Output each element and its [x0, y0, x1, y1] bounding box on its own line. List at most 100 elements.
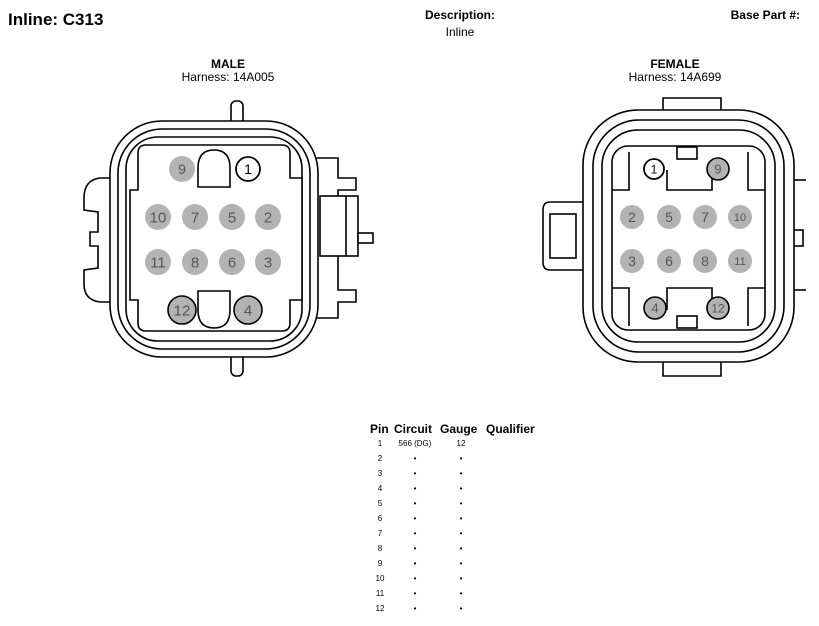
- circuit-cell: •: [413, 514, 417, 523]
- male-pin-label: 12: [174, 302, 191, 319]
- male-pin: 7: [182, 204, 208, 230]
- female-pin-group: 1 9 2 5 7 10 3 6 8 11 4 12: [620, 157, 752, 320]
- male-pin: 11: [145, 249, 171, 275]
- male-right-block: [319, 195, 359, 257]
- female-pin-label: 2: [628, 209, 636, 225]
- male-connector: [83, 100, 374, 377]
- table-row: 3••: [368, 466, 544, 481]
- male-pin-label: 6: [228, 254, 236, 271]
- pin-cell: 6: [377, 514, 383, 523]
- circuit-cell: •: [413, 454, 417, 463]
- pin-ring: [706, 157, 730, 181]
- circuit-cell: •: [413, 604, 417, 613]
- table-row: 7 • •: [368, 526, 544, 541]
- gauge-cell: •: [459, 544, 463, 553]
- female-pin: 7: [693, 205, 717, 229]
- male-pin: 2: [255, 204, 281, 230]
- table-row: 1 566 (DG) 12: [368, 436, 544, 451]
- qualifier-cell: [484, 541, 544, 556]
- female-pin: 3: [620, 249, 644, 273]
- female-pin-label: 6: [665, 253, 673, 269]
- male-harness: Harness: 14A005: [181, 70, 275, 84]
- circuit-cell: 566 (DG): [398, 439, 432, 448]
- circuit-cell: •: [413, 544, 417, 553]
- male-pin: 8: [182, 249, 208, 275]
- qualifier-cell: [484, 466, 544, 481]
- table-row: 8 • •: [368, 541, 544, 556]
- pin-cell: 7: [377, 529, 383, 538]
- pin-ring: [235, 156, 261, 182]
- female-inner-cavity: [611, 145, 766, 331]
- female-pin: 9: [707, 158, 729, 180]
- male-pin-label: 8: [191, 254, 199, 271]
- table-row: 6 • •: [368, 511, 544, 526]
- circuit-cell: •: [413, 589, 417, 598]
- male-right-key: [357, 232, 374, 244]
- pin-cell: 1: [377, 439, 383, 448]
- female-pin-label: 8: [701, 253, 709, 269]
- circuit-cell: •: [413, 529, 417, 538]
- pin-cell: 11: [375, 589, 385, 598]
- pin-ring: [167, 295, 197, 325]
- qualifier-cell: [484, 526, 544, 541]
- qualifier-cell: [484, 601, 544, 616]
- gauge-cell: •: [459, 484, 463, 493]
- qualifier-cell: [484, 511, 544, 526]
- male-left-latch: [83, 177, 113, 303]
- female-pin: 5: [657, 205, 681, 229]
- gauge-cell: •: [459, 529, 463, 538]
- gauge-cell: •: [459, 514, 463, 523]
- pin-table-header: Pin Circuit Gauge Qualifier: [368, 422, 544, 436]
- pin-cell: 12: [375, 604, 385, 613]
- qualifier-cell: [484, 451, 544, 466]
- gauge-cell: 12: [456, 439, 466, 448]
- gauge-cell: •: [459, 589, 463, 598]
- header-pin: Pin: [370, 422, 389, 436]
- circuit-cell: •: [413, 469, 417, 478]
- table-row: 10••: [368, 571, 544, 586]
- table-row: 12••: [368, 601, 544, 616]
- gauge-cell: •: [459, 574, 463, 583]
- female-pin-label: 12: [711, 301, 725, 315]
- pin-cell: 8: [377, 544, 383, 553]
- pin-ring: [643, 296, 667, 320]
- qualifier-cell: [484, 571, 544, 586]
- base-part-label: Base Part #:: [730, 8, 800, 22]
- pin-cell: 4: [377, 484, 383, 493]
- male-pin: 10: [145, 204, 171, 230]
- male-pin: 9: [169, 156, 195, 182]
- gauge-cell: •: [459, 469, 463, 478]
- connector-title: Inline: C313: [8, 10, 104, 29]
- qualifier-cell: [484, 481, 544, 496]
- qualifier-cell: [484, 556, 544, 571]
- male-pin-label: 5: [228, 209, 236, 226]
- male-inner-cavity: [129, 144, 303, 332]
- circuit-cell: •: [413, 499, 417, 508]
- male-pin-label: 11: [150, 254, 166, 271]
- female-pin: 10: [728, 205, 752, 229]
- description-label: Description:: [424, 8, 495, 22]
- description-value: Inline: [445, 25, 475, 39]
- pin-cell: 5: [377, 499, 383, 508]
- female-pin: 11: [728, 249, 752, 273]
- header-qualifier: Qualifier: [486, 422, 535, 436]
- male-pin-label: 1: [244, 161, 252, 177]
- circuit-cell: •: [413, 574, 417, 583]
- gauge-cell: •: [459, 559, 463, 568]
- pin-ring: [643, 158, 665, 180]
- table-row: 4••: [368, 481, 544, 496]
- pin-ring: [706, 296, 730, 320]
- circuit-cell: •: [413, 559, 417, 568]
- female-pin-label: 1: [651, 162, 658, 176]
- female-pin-label: 5: [665, 209, 673, 225]
- female-connector: [542, 97, 806, 377]
- male-title: MALE: [211, 57, 245, 71]
- female-pin-label: 9: [714, 162, 721, 177]
- female-pin-label: 7: [701, 209, 709, 225]
- qualifier-cell: [484, 496, 544, 511]
- female-pin-label: 4: [651, 301, 658, 316]
- male-pin: 6: [219, 249, 245, 275]
- female-title: FEMALE: [650, 57, 700, 71]
- gauge-cell: •: [459, 454, 463, 463]
- pin-cell: 9: [377, 559, 383, 568]
